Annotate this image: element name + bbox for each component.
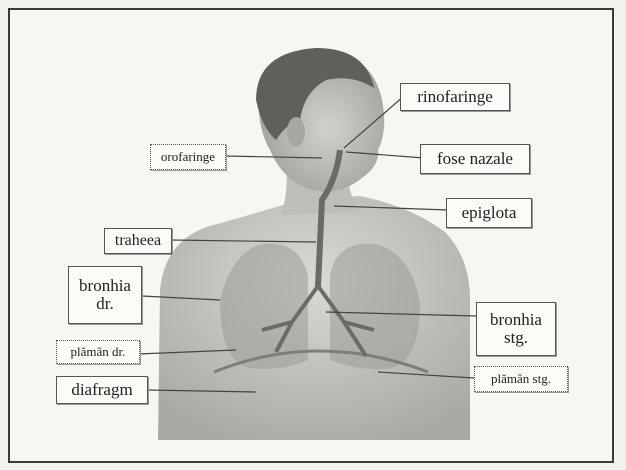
label-bronhia-stg-line1: bronhia bbox=[490, 311, 542, 329]
label-diafragm: diafragm bbox=[56, 376, 148, 404]
label-rinofaringe: rinofaringe bbox=[400, 83, 510, 111]
label-bronhia-stg: bronhia stg. bbox=[476, 302, 556, 356]
label-epiglota: epiglota bbox=[446, 198, 532, 228]
label-orofaringe: orofaringe bbox=[150, 144, 226, 170]
label-traheea: traheea bbox=[104, 228, 172, 254]
ear bbox=[287, 117, 305, 147]
label-plaman-stg: plămân stg. bbox=[474, 366, 568, 392]
torso bbox=[158, 196, 470, 440]
label-plaman-dr: plămân dr. bbox=[56, 340, 140, 364]
label-bronhia-stg-line2: stg. bbox=[504, 329, 528, 347]
label-bronhia-dr-line2: dr. bbox=[96, 295, 113, 313]
label-fose-nazale: fose nazale bbox=[420, 144, 530, 174]
label-bronhia-dr: bronhia dr. bbox=[68, 266, 142, 324]
label-bronhia-dr-line1: bronhia bbox=[79, 277, 131, 295]
